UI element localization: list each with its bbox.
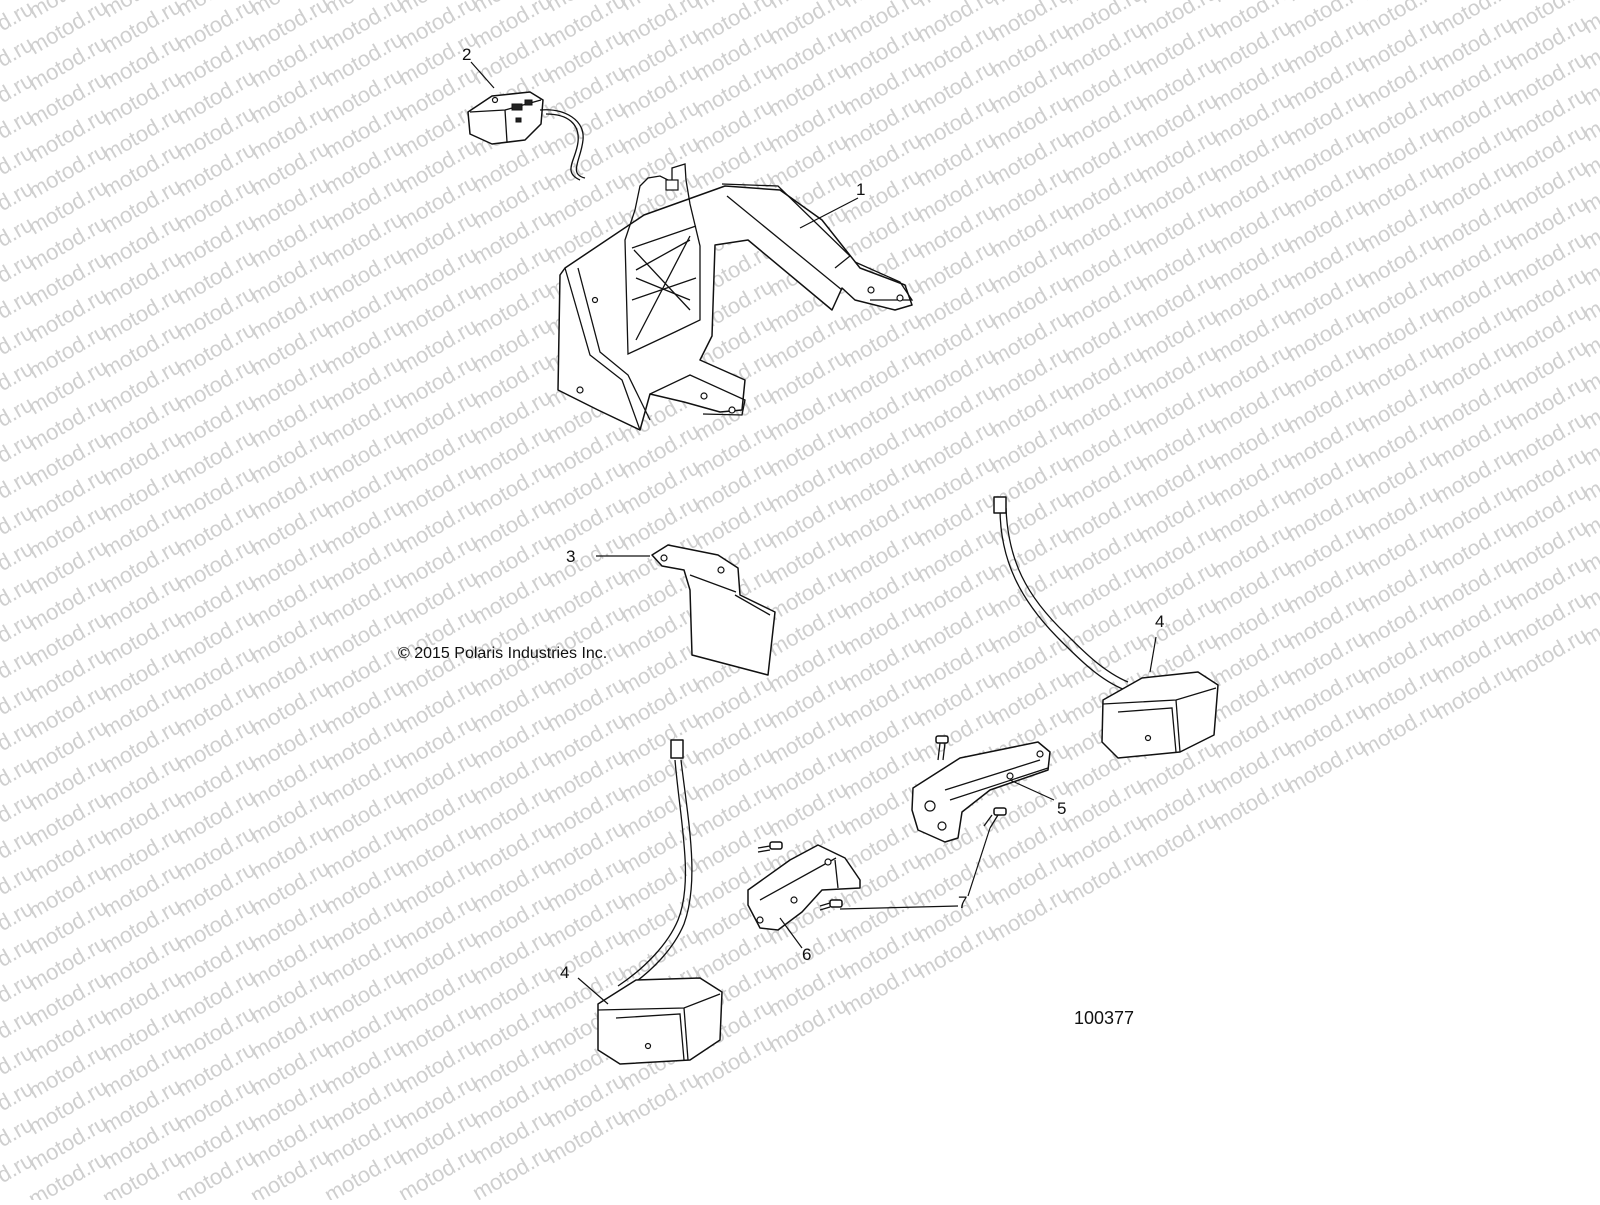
part-4-light-upper: [993, 496, 1219, 759]
part-4-light-lower: [597, 739, 723, 1065]
part-3-plate-bracket: [651, 544, 776, 676]
watermark-text: motod.ru: [1578, 0, 1600, 2]
screw-b: [983, 807, 1007, 829]
screw-d: [819, 899, 843, 911]
part-5-angle-bracket: [911, 741, 1051, 843]
screw-c: [757, 841, 783, 853]
callout-2: 2: [462, 45, 472, 64]
screw-a: [935, 735, 949, 761]
callout-7: 7: [958, 893, 968, 912]
copyright-text: © 2015 Polaris Industries Inc.: [398, 645, 608, 662]
callout-4a: 4: [1155, 612, 1165, 631]
part-1-bracket: [557, 163, 914, 431]
figure-number: 100377: [1074, 1008, 1135, 1028]
callout-4b: 4: [560, 963, 570, 982]
callout-3: 3: [566, 547, 576, 566]
leader-lines: [470, 61, 1157, 1005]
part-2-switch: [467, 91, 586, 181]
callout-6: 6: [802, 945, 812, 964]
part-7-screws: [757, 735, 1007, 911]
callout-1: 1: [856, 180, 866, 199]
callout-5: 5: [1057, 799, 1067, 818]
part-6-angle-bracket: [747, 844, 861, 931]
